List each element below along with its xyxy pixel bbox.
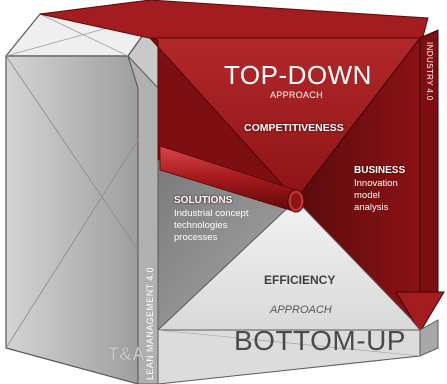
business-block: BUSINESS Innovation model analysis: [354, 166, 405, 214]
red-cylinder: [159, 145, 305, 213]
business-heading: BUSINESS: [354, 165, 406, 176]
bottom-up-title: BOTTOM-UP: [234, 325, 406, 356]
competitiveness-label: COMPETITIVENESS: [244, 122, 344, 134]
business-line-3: analysis: [354, 202, 389, 213]
bottom-up-subtitle: APPROACH: [270, 304, 332, 316]
solutions-line-1: Industrial concept: [174, 208, 249, 219]
lean-management-label: LEAN MANAGEMENT 4.0: [145, 267, 155, 380]
solutions-line-3: processes: [174, 232, 218, 243]
top-down-title: TOP-DOWN: [224, 60, 372, 90]
efficiency-label: EFFICIENCY: [264, 273, 336, 287]
solutions-block: SOLUTIONS Industrial concept technologie…: [174, 196, 248, 244]
logo-text: T&A: [108, 344, 145, 364]
business-line-2: model: [354, 190, 380, 201]
solutions-heading: SOLUTIONS: [174, 195, 233, 206]
business-line-1: Innovation: [354, 178, 398, 189]
top-down-subtitle: APPROACH: [270, 90, 323, 100]
industry-label: INDUSTRY 4.0: [425, 42, 434, 101]
left-block: [4, 12, 160, 384]
right-red-panel: [295, 29, 445, 333]
solutions-line-2: technologies: [174, 220, 228, 231]
logo-mark: T&A: [108, 344, 146, 365]
bottom-grey-prism: [157, 199, 439, 384]
